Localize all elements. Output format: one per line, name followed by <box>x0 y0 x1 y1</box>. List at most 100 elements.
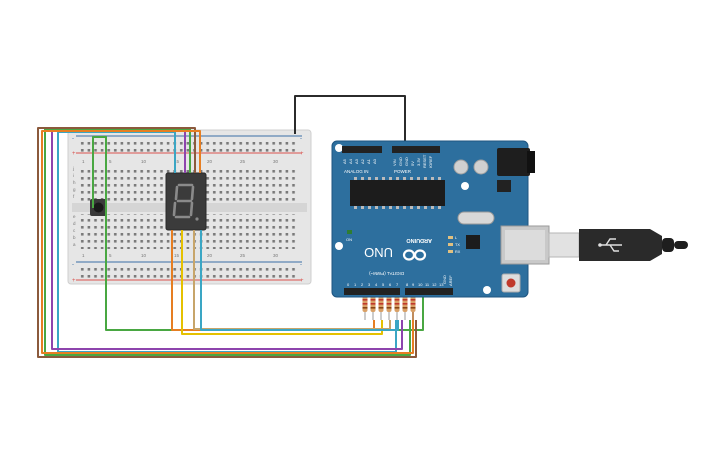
pin-label: 5 <box>382 282 385 287</box>
led-label: TX <box>455 243 460 247</box>
digital-header-high[interactable] <box>405 288 453 295</box>
wire-green-loop[interactable] <box>44 128 411 356</box>
pin-label: VIN <box>392 159 397 166</box>
arduino-logo-icon <box>402 249 427 261</box>
power-pin-labels: VIN GND GND 5V 3.3V RESET IOREF <box>392 154 433 168</box>
gnd-label: GND <box>442 275 447 284</box>
digital-pin-labels: 0 1 2 3 4 5 6 7 8 9 10 11 12 13 <box>347 282 444 287</box>
usb-icon <box>600 238 622 252</box>
column-number: 30 <box>273 159 279 164</box>
wire-cyan[interactable] <box>200 230 399 331</box>
rail-minus-label-br: - <box>300 262 302 268</box>
digital-header-low[interactable] <box>344 288 400 295</box>
usb-chip <box>466 235 480 249</box>
column-number: 10 <box>141 159 147 164</box>
row-letter: h <box>73 180 76 185</box>
column-number: 5 <box>109 159 112 164</box>
led-label: RX <box>455 250 461 254</box>
column-number: 10 <box>141 253 147 258</box>
pin-label: 4 <box>375 282 378 287</box>
pin-label: RESET <box>422 154 427 168</box>
row-letter: a <box>73 242 76 247</box>
column-number: 30 <box>273 253 279 258</box>
column-numbers: 1 5 10 15 20 25 30 1 5 10 15 20 25 30 <box>82 159 279 258</box>
row-letters-left: j i h g f e d c b a <box>72 166 76 247</box>
pin-label: 9 <box>412 282 415 287</box>
pin-label: A5 <box>342 158 347 164</box>
rail-minus-label-tr: - <box>300 136 302 142</box>
voltage-regulator <box>497 180 511 192</box>
column-number: 1 <box>82 253 85 258</box>
rail-minus-label-bl: - <box>72 262 74 268</box>
row-letter: f <box>73 194 75 199</box>
pin-label: A0 <box>372 158 377 164</box>
column-number: 1 <box>82 159 85 164</box>
arduino-uno[interactable]: A5 A4 A3 A2 A1 A0 VIN GND GND 5V 3.3V RE… <box>331 140 550 298</box>
microcontroller-chip <box>350 180 445 206</box>
row-letter: b <box>73 235 76 240</box>
pin-label: 8 <box>406 282 409 287</box>
on-label: ON <box>346 237 352 242</box>
status-leds: L TX RX <box>448 236 461 254</box>
pin-label: 12 <box>432 282 437 287</box>
rail-minus-label-tl: - <box>72 136 74 142</box>
pin-label: 0 <box>347 282 350 287</box>
wire-cyan-loop[interactable] <box>57 131 397 353</box>
pin-label: GND <box>398 157 403 166</box>
wire-brown-loop[interactable] <box>37 127 417 358</box>
row-letter: g <box>73 187 76 192</box>
column-number: 25 <box>240 253 246 258</box>
pin-label: A2 <box>360 158 365 164</box>
rail-plus-label-tr: + <box>300 151 304 157</box>
bottom-rail-holes-1 <box>80 264 298 271</box>
pin-label: A3 <box>354 158 359 164</box>
pin-label: 13 <box>439 282 444 287</box>
arduino-brand-label: ARDUINO <box>406 237 432 243</box>
pin-label: 7 <box>396 282 399 287</box>
mounting-hole <box>335 242 343 250</box>
chip-pins <box>354 177 441 209</box>
crystal <box>457 211 495 225</box>
row-letter: j <box>72 166 74 171</box>
seven-segment-display[interactable] <box>165 172 207 231</box>
on-led <box>347 230 352 234</box>
wire-green[interactable] <box>92 136 424 331</box>
led-label: L <box>455 236 457 240</box>
pin-label: 1 <box>354 282 357 287</box>
row-letter: i <box>73 173 74 178</box>
column-number: 25 <box>240 159 246 164</box>
push-button[interactable] <box>90 199 107 216</box>
usb-cable-end <box>674 241 688 249</box>
usb-cable[interactable] <box>548 229 688 261</box>
rail-plus-label-tl: + <box>72 151 76 157</box>
row-letter: c <box>73 228 76 233</box>
usb-port-inner <box>505 230 545 260</box>
wire-black[interactable] <box>294 95 406 153</box>
wire-yellow[interactable] <box>181 230 383 335</box>
wires[interactable] <box>37 95 424 358</box>
mounting-hole <box>335 144 343 152</box>
wire-orange-loop[interactable] <box>41 130 414 354</box>
wire-purple-loop[interactable] <box>51 129 403 350</box>
aref-label: AREF <box>448 275 453 286</box>
pin-label: 3 <box>368 282 371 287</box>
mounting-hole <box>483 286 491 294</box>
dc-power-jack-end <box>527 151 535 173</box>
capacitor <box>473 159 489 175</box>
row-letter: e <box>73 214 76 219</box>
segment-digit <box>172 183 195 219</box>
usb-cable-strain-relief <box>662 238 674 252</box>
pin-label: 2 <box>361 282 364 287</box>
digital-label: DIGITAL (PWM~) <box>369 271 404 276</box>
pin-label: 3.3V <box>416 157 421 166</box>
resistor[interactable] <box>378 289 384 320</box>
analog-in-label: ANALOG IN <box>344 169 369 174</box>
analog-header[interactable] <box>342 146 382 153</box>
row-letter: d <box>73 221 76 226</box>
pin-label: GND <box>404 157 409 166</box>
dc-power-jack[interactable] <box>497 148 530 176</box>
bottom-rail-holes-2 <box>80 271 298 278</box>
power-header[interactable] <box>392 146 440 153</box>
pin-label: 5V <box>410 161 415 166</box>
